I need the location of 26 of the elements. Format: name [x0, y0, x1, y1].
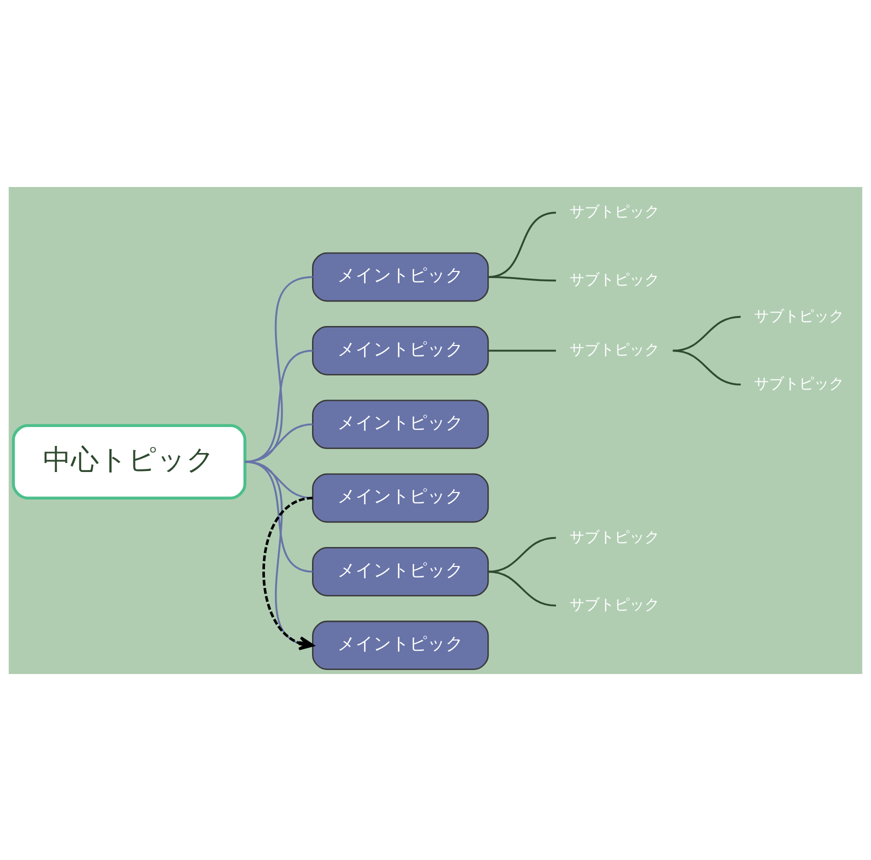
- connector: [488, 276, 556, 281]
- node-box: メイントピック: [312, 252, 489, 302]
- node-text: サブトピック: [569, 340, 660, 358]
- connector: [244, 349, 313, 462]
- node-box: メイントピック: [312, 620, 489, 670]
- node-box: メイントピック: [312, 472, 489, 522]
- node-box: メイントピック: [312, 326, 489, 375]
- connector: [488, 536, 556, 572]
- connector: [488, 349, 556, 352]
- connector: [672, 349, 741, 386]
- connector: [244, 460, 313, 572]
- connector: [672, 315, 741, 352]
- node-text: サブトピック: [569, 595, 660, 614]
- connector: [244, 460, 313, 646]
- node-text: サブトピック: [754, 374, 844, 392]
- node-box: 中心トピック: [12, 424, 246, 499]
- node-text: サブトピック: [569, 202, 660, 220]
- connector: [244, 276, 313, 462]
- node-text: サブトピック: [754, 306, 844, 324]
- connector: [244, 422, 313, 462]
- node-text: サブトピック: [569, 270, 660, 288]
- connector: [488, 570, 556, 606]
- node-text: サブトピック: [569, 527, 660, 546]
- node-box: メイントピック: [312, 546, 489, 596]
- arrow: [262, 496, 314, 650]
- node-box: メイントピック: [312, 399, 489, 449]
